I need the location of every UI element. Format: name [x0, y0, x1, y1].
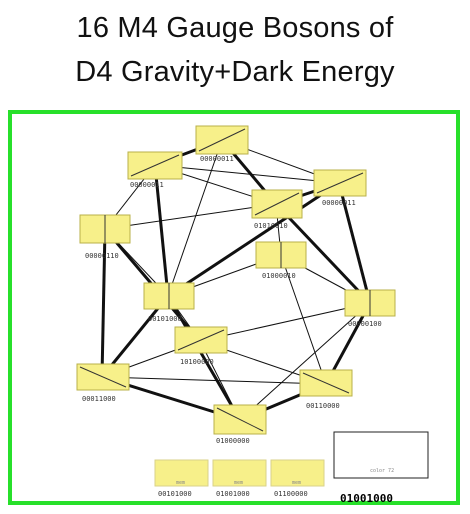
node-mid-left: 00101000 — [143, 282, 195, 323]
corner-small-label: color 72 — [370, 468, 394, 474]
node-center: 01000010 — [255, 241, 307, 280]
node-label: 00110000 — [306, 402, 340, 410]
edge — [104, 203, 277, 230]
node-label: 00000011 — [200, 155, 234, 163]
node-label: 00000110 — [85, 252, 119, 260]
svg-text:mem: mem — [292, 480, 301, 486]
edge — [153, 164, 170, 297]
edge — [154, 164, 340, 184]
node-top: 00000011 — [195, 125, 249, 163]
edge — [167, 139, 223, 297]
svg-text:mem: mem — [234, 480, 243, 486]
node-label: 01010010 — [254, 222, 288, 230]
node-label: 00011000 — [82, 395, 116, 403]
edge — [166, 295, 242, 421]
node-bottom: 01000000 — [213, 404, 267, 445]
node-label: 10100000 — [180, 358, 214, 366]
legend-label: 01001000 — [216, 490, 250, 498]
legend-box-3: mem 01100000 — [270, 459, 325, 498]
node-lower-left: 00011000 — [76, 363, 130, 403]
graph-nodes: 00000011 00000011 00000011 01010010 0000… — [76, 125, 396, 445]
node-label: 00000011 — [322, 199, 356, 207]
corner-box: color 72 01001000 — [333, 431, 429, 505]
edge — [274, 202, 372, 305]
corner-code: 01001000 — [340, 492, 393, 505]
node-upper-left: 00000011 — [127, 151, 183, 189]
node-label: 01000000 — [216, 437, 250, 445]
node-label: 00101000 — [148, 315, 182, 323]
legend-label: 01100000 — [274, 490, 308, 498]
title-line-2: D4 Gravity+Dark Energy — [75, 56, 395, 88]
node-label: 00000100 — [348, 320, 382, 328]
node-upper-right: 00000011 — [313, 169, 367, 207]
edge — [199, 302, 371, 342]
legend-box-2: mem 01001000 — [212, 459, 267, 498]
node-lower-center: 10100000 — [174, 326, 228, 366]
node-label: 01000010 — [262, 272, 296, 280]
node-label: 00000011 — [130, 181, 164, 189]
legend-label: 00101000 — [158, 490, 192, 498]
edge — [239, 302, 371, 421]
edge — [167, 181, 340, 298]
legend-boxes: mem 00101000 mem 01001000 mem 01100000 — [154, 459, 325, 498]
node-lower-right: 00110000 — [299, 369, 353, 410]
edge — [337, 182, 372, 304]
node-right: 00000100 — [344, 289, 396, 328]
title-line-1: 16 M4 Gauge Bosons of — [76, 12, 394, 44]
edge — [280, 254, 327, 385]
node-left: 00000110 — [79, 214, 131, 260]
edge — [101, 376, 327, 385]
node-upper-mid: 01010010 — [251, 189, 303, 230]
svg-text:mem: mem — [176, 480, 185, 486]
edge — [100, 228, 107, 378]
legend-box-1: mem 00101000 — [154, 459, 209, 498]
